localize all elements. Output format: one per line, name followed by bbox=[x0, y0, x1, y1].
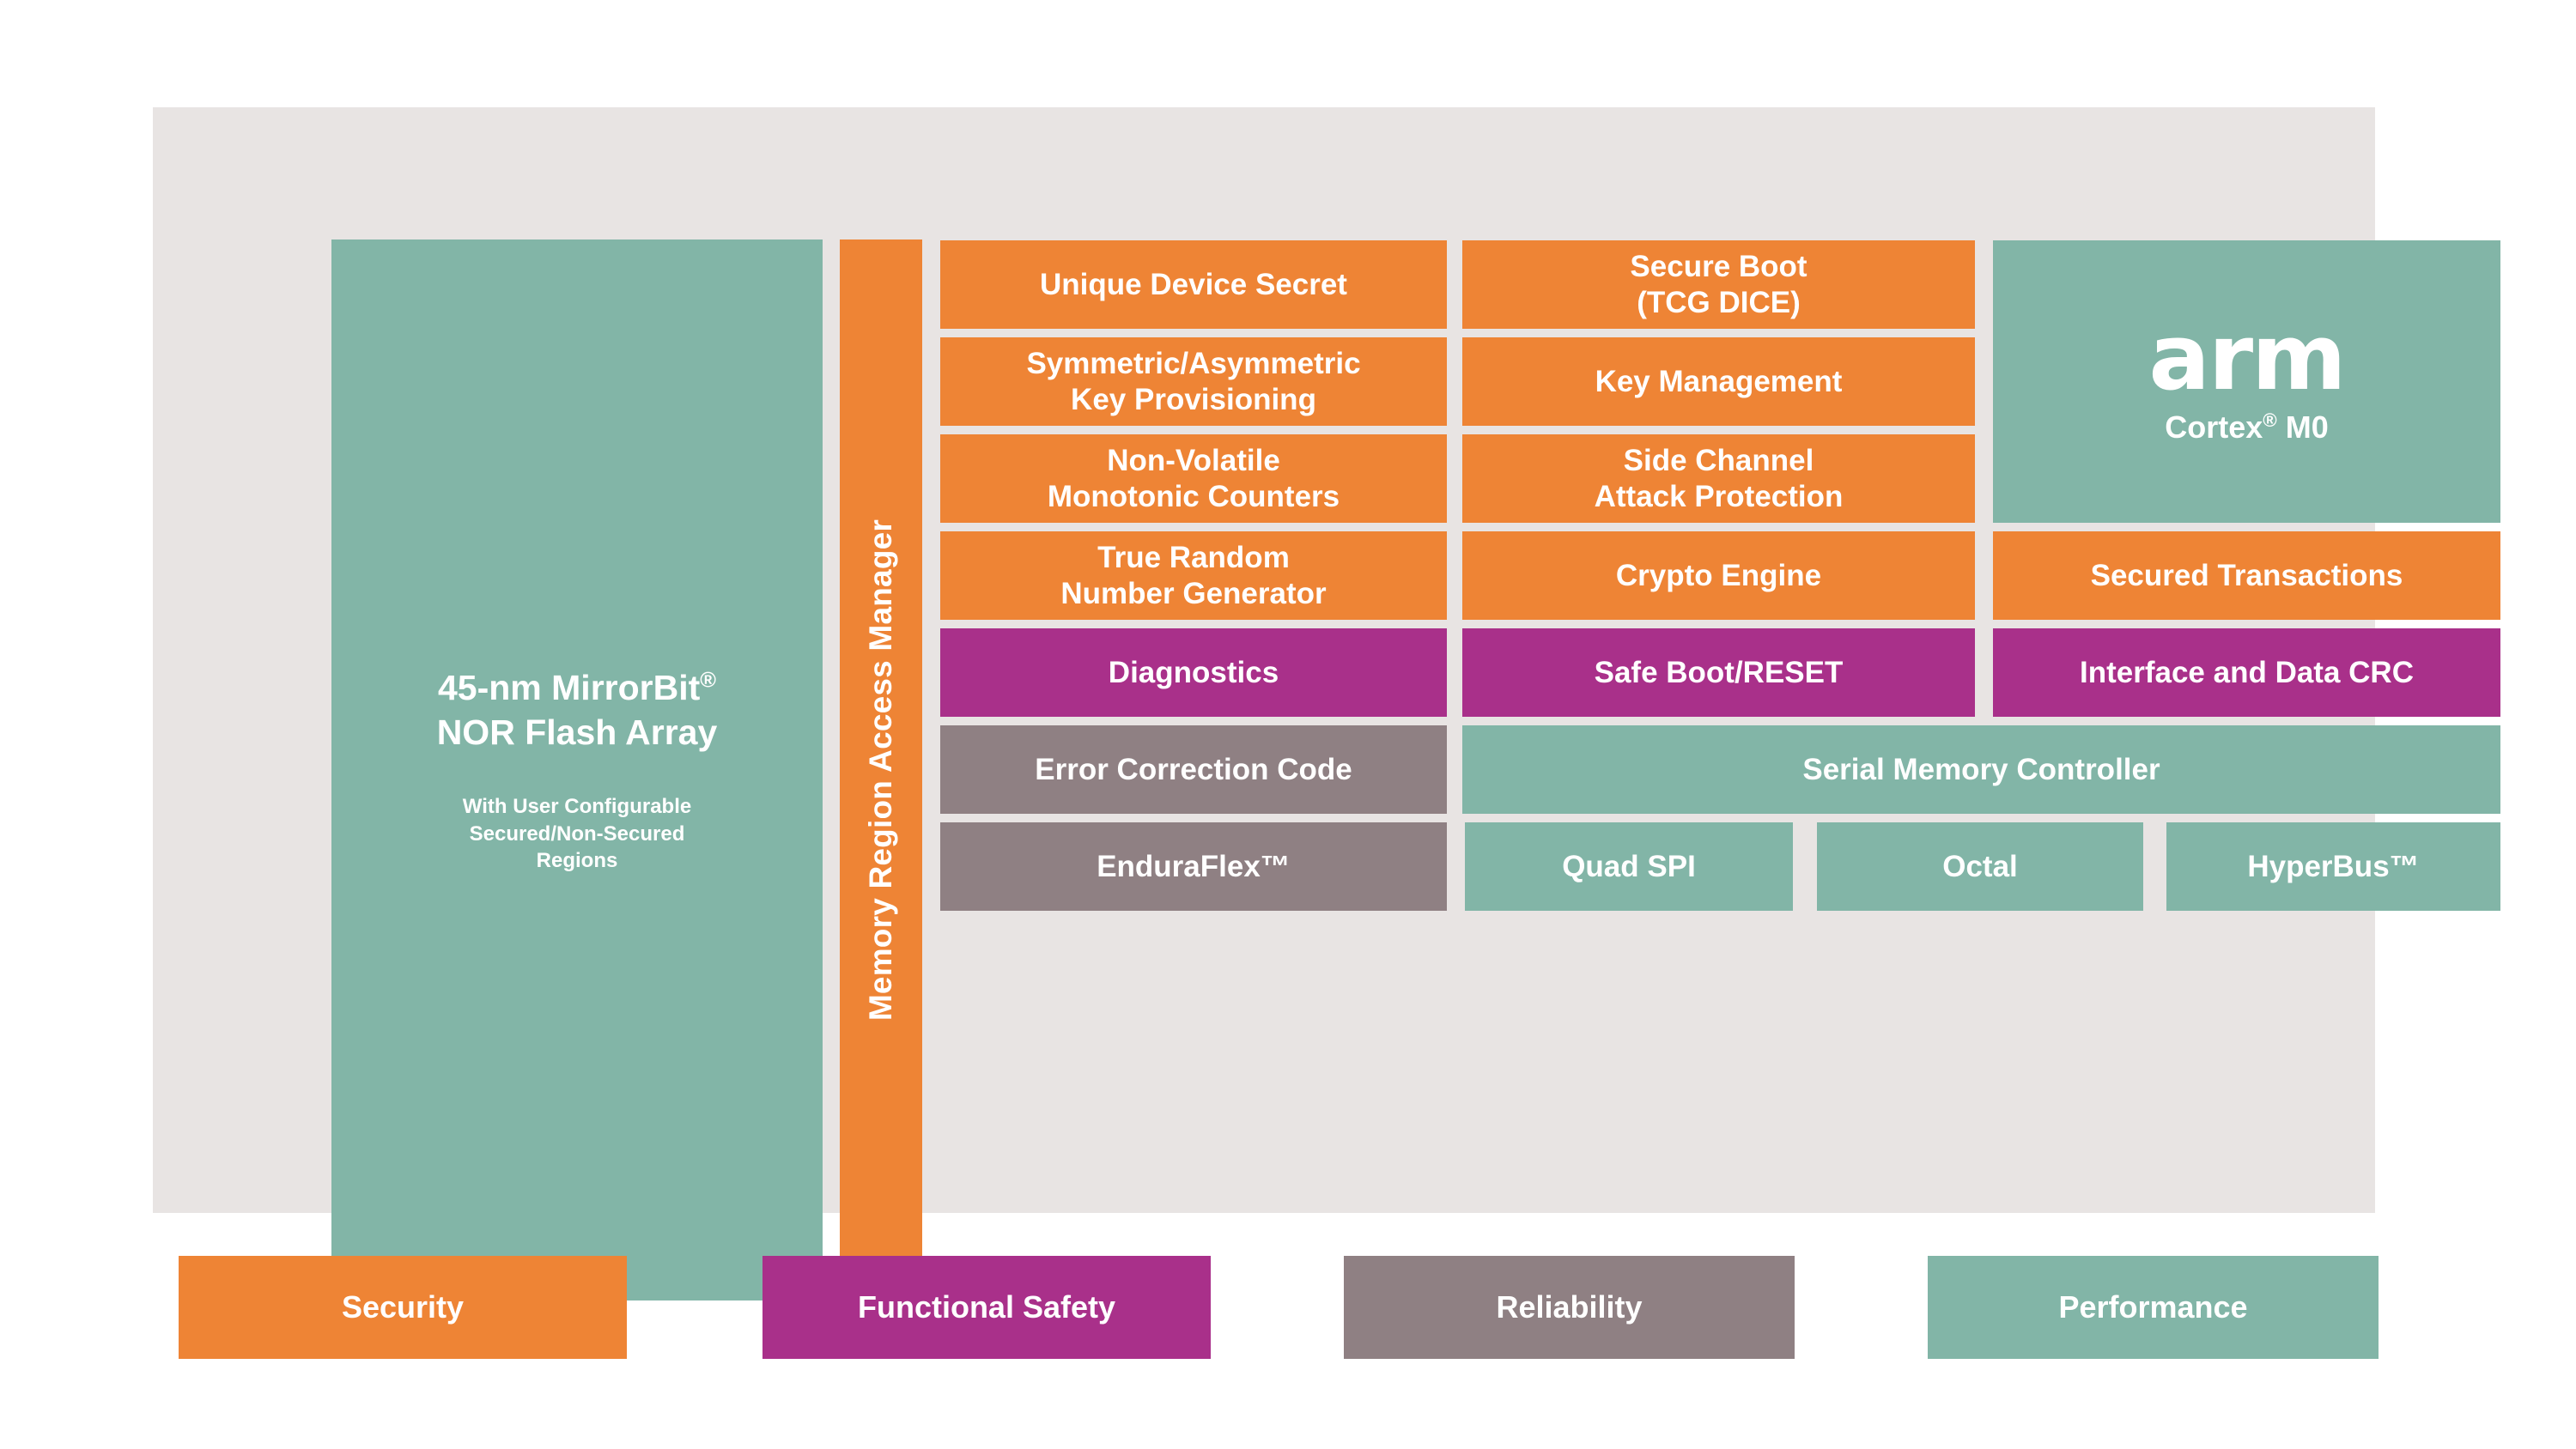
memory-region-access-manager-label: Memory Region Access Manager bbox=[863, 518, 899, 1022]
block-hyperbus[interactable]: HyperBus™ bbox=[2166, 822, 2500, 911]
block-interface-and-data-crc[interactable]: Interface and Data CRC bbox=[1993, 628, 2500, 717]
flash-array-subtitle-line3: Regions bbox=[536, 849, 618, 873]
flash-array-subtitle-line1: With User Configurable bbox=[462, 794, 692, 818]
legend-item-reliability[interactable]: Reliability bbox=[1344, 1256, 1795, 1359]
legend-item-reliability-label: Reliability bbox=[1496, 1289, 1643, 1325]
legend-item-functional-safety-label: Functional Safety bbox=[857, 1289, 1116, 1325]
architecture-frame: 45-nm MirrorBit® NOR Flash Array With Us… bbox=[153, 107, 2500, 1300]
legend-item-performance-label: Performance bbox=[2058, 1289, 2248, 1325]
registered-mark-icon: ® bbox=[2263, 409, 2277, 431]
block-error-correction-code[interactable]: Error Correction Code bbox=[940, 725, 1447, 814]
arm-cortex-m0-label: Cortex® M0 bbox=[2165, 409, 2329, 445]
block-memory-region-access-manager[interactable]: Memory Region Access Manager bbox=[840, 239, 922, 1300]
legend-item-security-label: Security bbox=[341, 1289, 465, 1325]
flash-array-subtitle: With User Configurable Secured/Non-Secur… bbox=[463, 793, 691, 875]
arm-logo: arm bbox=[2148, 304, 2346, 410]
unique-device-secret-label: Unique Device Secret bbox=[1040, 267, 1347, 301]
hyperbus-label: HyperBus™ bbox=[2247, 849, 2420, 883]
error-correction-code-label: Error Correction Code bbox=[1035, 752, 1352, 786]
block-safe-boot-reset[interactable]: Safe Boot/RESET bbox=[1462, 628, 1975, 717]
crypto-engine-label: Crypto Engine bbox=[1615, 558, 1822, 592]
flash-array-title-line1: 45-nm MirrorBit bbox=[438, 668, 701, 708]
block-enduraflex[interactable]: EnduraFlex™ bbox=[940, 822, 1447, 911]
octal-label: Octal bbox=[1942, 849, 2018, 883]
block-quad-spi[interactable]: Quad SPI bbox=[1465, 822, 1793, 911]
secured-transactions-label: Secured Transactions bbox=[2090, 558, 2403, 592]
block-serial-memory-controller[interactable]: Serial Memory Controller bbox=[1462, 725, 2500, 814]
quad-spi-label: Quad SPI bbox=[1562, 849, 1696, 883]
legend: Security Functional Safety Reliability P… bbox=[0, 1256, 2576, 1367]
enduraflex-label: EnduraFlex™ bbox=[1097, 849, 1291, 883]
legend-item-functional-safety[interactable]: Functional Safety bbox=[762, 1256, 1211, 1359]
block-diagnostics[interactable]: Diagnostics bbox=[940, 628, 1447, 717]
legend-item-performance[interactable]: Performance bbox=[1928, 1256, 2379, 1359]
registered-mark-icon: ® bbox=[700, 668, 716, 693]
interface-data-crc-label: Interface and Data CRC bbox=[2080, 655, 2414, 689]
block-secure-boot[interactable]: Secure Boot(TCG DICE) bbox=[1462, 240, 1975, 329]
flash-array-subtitle-line2: Secured/Non-Secured bbox=[469, 822, 685, 846]
flash-array-title-line2: NOR Flash Array bbox=[436, 712, 718, 753]
key-management-label: Key Management bbox=[1595, 364, 1843, 398]
flash-array-title: 45-nm MirrorBit® NOR Flash Array bbox=[437, 665, 718, 755]
block-crypto-engine[interactable]: Crypto Engine bbox=[1462, 531, 1975, 620]
block-arm-cortex-m0[interactable]: arm Cortex® M0 bbox=[1993, 240, 2500, 523]
safe-boot-reset-label: Safe Boot/RESET bbox=[1594, 655, 1844, 689]
block-nor-flash-array[interactable]: 45-nm MirrorBit® NOR Flash Array With Us… bbox=[331, 239, 823, 1300]
block-secured-transactions[interactable]: Secured Transactions bbox=[1993, 531, 2500, 620]
block-key-management[interactable]: Key Management bbox=[1462, 337, 1975, 426]
block-octal[interactable]: Octal bbox=[1817, 822, 2143, 911]
secure-boot-label: Secure Boot(TCG DICE) bbox=[1630, 250, 1807, 319]
diagnostics-label: Diagnostics bbox=[1108, 655, 1279, 689]
serial-memory-controller-label: Serial Memory Controller bbox=[1802, 752, 2160, 786]
block-unique-device-secret[interactable]: Unique Device Secret bbox=[940, 240, 1447, 329]
legend-item-security[interactable]: Security bbox=[179, 1256, 627, 1359]
